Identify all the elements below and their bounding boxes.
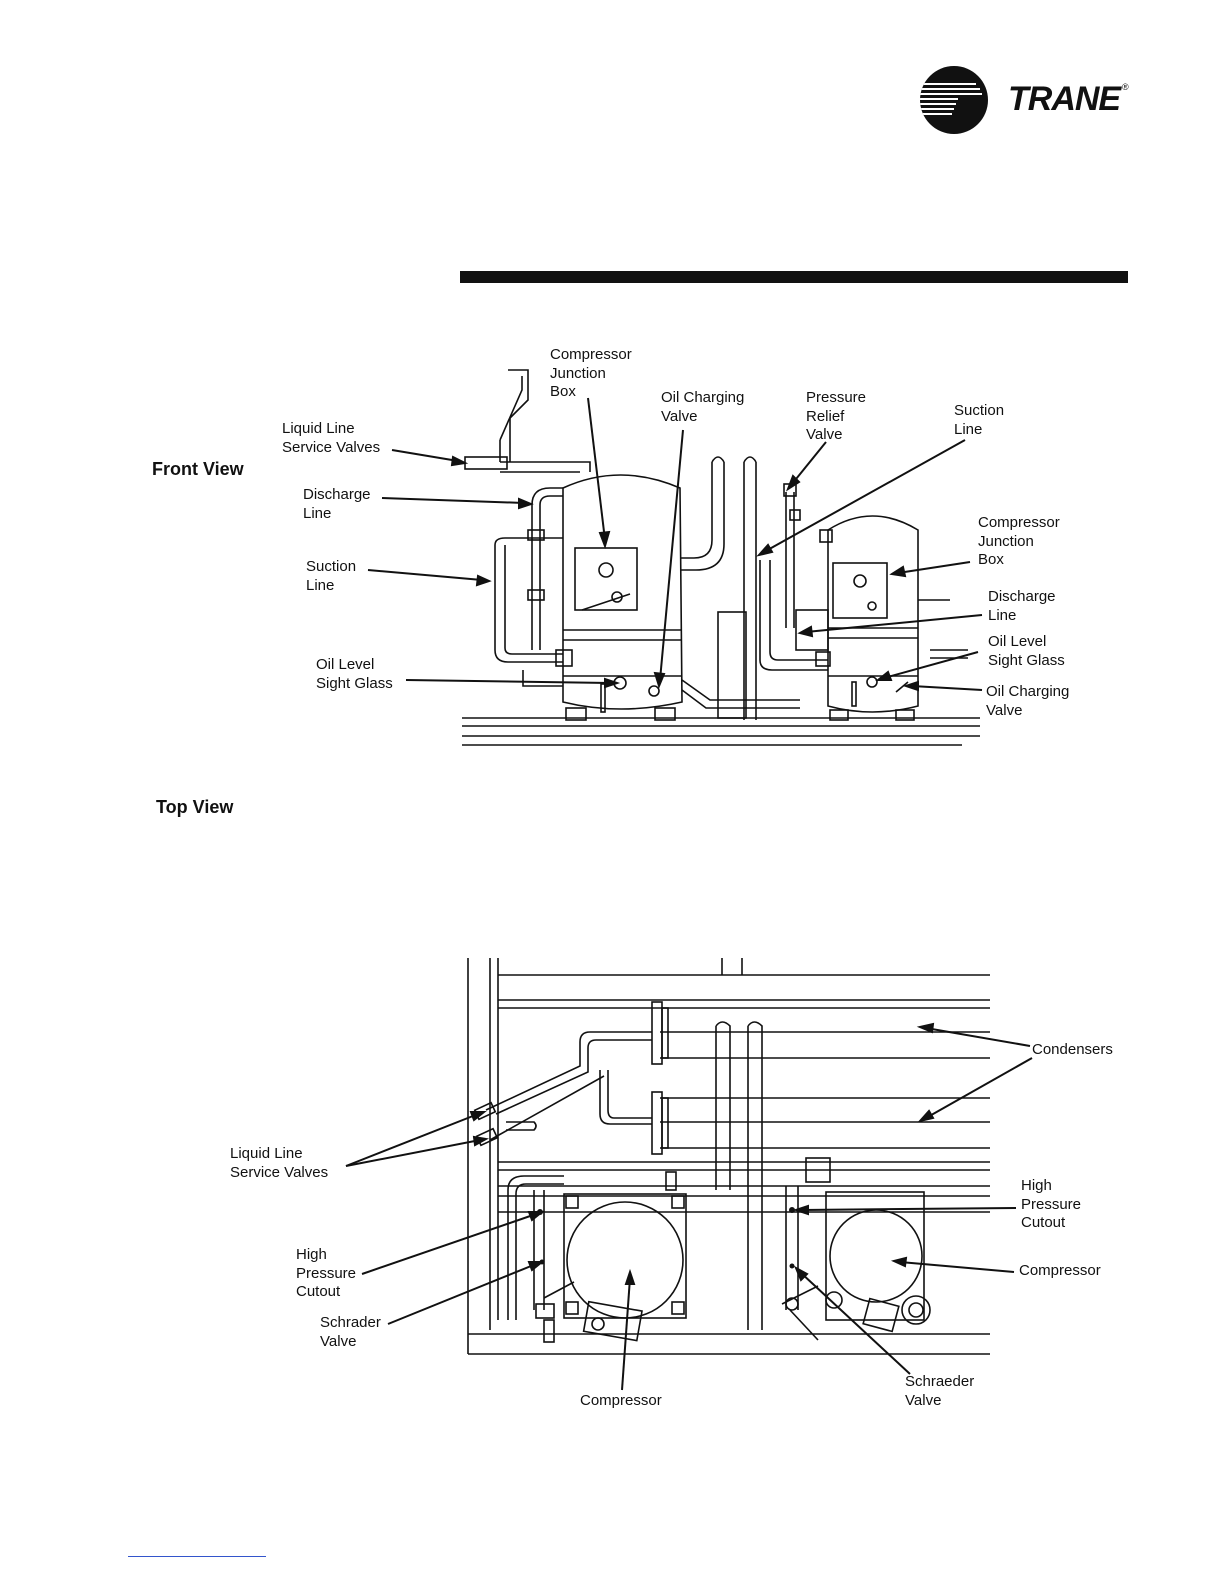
callout-high-pressure-cutout-right: High Pressure Cutout: [1021, 1177, 1082, 1231]
callout-high-pressure-cutout-left: High Pressure Cutout: [296, 1246, 357, 1300]
callout-suction-line-left: Suction Line: [306, 558, 357, 594]
callout-compressor-right: Compressor: [1019, 1262, 1101, 1279]
top-view-label: Top View: [156, 797, 234, 817]
callout-oil-charging-valve-right: Oil Charging Valve: [986, 683, 1070, 719]
footer-link-underline: [128, 1556, 266, 1557]
trane-logo: TRANE ®: [918, 64, 1138, 136]
callout-liquid-line-service-valves-top: Liquid Line Service Valves: [230, 1145, 329, 1181]
callout-compressor-junction-box-left: Compressor Junction Box: [550, 346, 632, 400]
callout-liquid-line-service-valves-front: Liquid Line Service Valves: [282, 420, 381, 456]
callout-discharge-line-left: Discharge Line: [303, 486, 371, 522]
brand-registered-mark: ®: [1122, 82, 1129, 92]
callout-condensers: Condensers: [1032, 1041, 1113, 1058]
callout-oil-level-sight-glass-left: Oil Level Sight Glass: [316, 656, 393, 692]
front-view-label: Front View: [152, 459, 244, 479]
callout-discharge-line-right: Discharge Line: [988, 588, 1056, 624]
callout-pressure-relief-valve: Pressure Relief Valve: [806, 389, 867, 443]
header-rule: [460, 271, 1128, 283]
callout-compressor-bottom: Compressor: [580, 1392, 662, 1409]
callout-schraeder-valve: Schraeder Valve: [905, 1373, 975, 1409]
callout-schrader-valve: Schrader Valve: [320, 1314, 381, 1350]
callout-suction-line-right: Suction Line: [954, 402, 1005, 438]
callout-compressor-junction-box-right: Compressor Junction Box: [978, 514, 1060, 568]
brand-name: TRANE: [1008, 80, 1121, 118]
callout-oil-charging-valve-top: Oil Charging Valve: [661, 389, 745, 425]
callout-oil-level-sight-glass-right: Oil Level Sight Glass: [988, 633, 1065, 669]
trane-logo-icon: [920, 66, 988, 134]
